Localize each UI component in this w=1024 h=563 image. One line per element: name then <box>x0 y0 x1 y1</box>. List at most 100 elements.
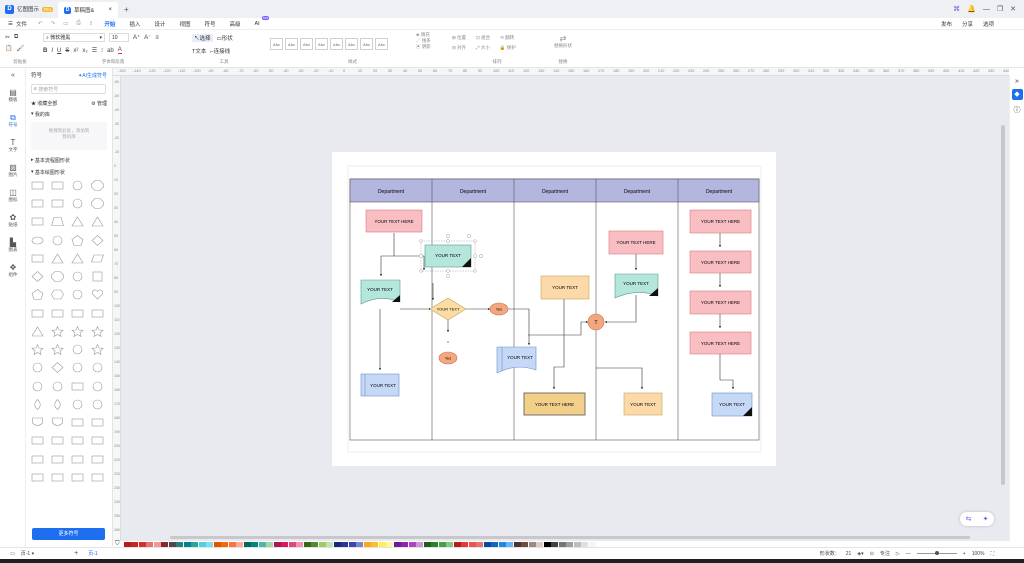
rect-shape-icon[interactable] <box>71 472 84 483</box>
circle-shape-icon[interactable] <box>51 381 64 392</box>
color-swatch[interactable] <box>453 541 461 547</box>
style-preset-1[interactable]: Abc <box>270 38 283 50</box>
underline-icon[interactable]: U <box>57 47 62 54</box>
square-shape-icon[interactable] <box>91 271 104 282</box>
expand-panel-icon[interactable]: » <box>1015 78 1019 85</box>
process-box-l3[interactable] <box>540 275 590 300</box>
export-icon[interactable]: ⇪ <box>88 20 94 27</box>
circle-shape-icon[interactable] <box>91 381 104 392</box>
collapse-panel-icon[interactable]: « <box>11 72 15 79</box>
rect-shape-icon[interactable] <box>71 417 84 428</box>
bullet-icon[interactable]: ⁝ <box>101 48 104 54</box>
format-panel-icon[interactable]: ◆ <box>1011 89 1023 100</box>
circle-shape-icon[interactable] <box>31 381 44 392</box>
rect-shape-icon[interactable] <box>71 454 84 465</box>
more-symbols-button[interactable]: 更多符号 <box>32 528 105 540</box>
color-swatch[interactable] <box>491 541 499 547</box>
zoom-out-button[interactable]: — <box>905 550 911 557</box>
minimize-button[interactable]: — <box>982 5 990 13</box>
section-basic-header[interactable]: ▾ 基本绘图形状 <box>26 166 112 178</box>
color-swatch[interactable] <box>423 541 431 547</box>
color-swatch[interactable] <box>528 541 536 547</box>
line-button[interactable]: ╱ 线条 <box>416 38 446 44</box>
color-swatch[interactable] <box>536 541 544 547</box>
color-swatch[interactable] <box>401 541 409 547</box>
menu-design[interactable]: 设计 <box>154 21 166 28</box>
replace-shape-button[interactable]: 替换形状 <box>554 43 572 48</box>
ai-sparkle-icon[interactable]: ✦ <box>982 516 989 523</box>
color-swatch[interactable] <box>521 541 529 547</box>
color-swatch[interactable] <box>228 541 236 547</box>
circle-shape-icon[interactable] <box>71 180 84 191</box>
star-shape-icon[interactable] <box>91 344 104 356</box>
color-swatch[interactable] <box>461 541 469 547</box>
lane-header-1[interactable]: Department <box>378 189 405 195</box>
circle-shape-icon[interactable] <box>71 344 84 355</box>
color-swatch[interactable] <box>348 541 356 547</box>
document-shape-l3[interactable] <box>496 346 537 374</box>
document-tab[interactable]: D 草稿图& × <box>58 2 119 18</box>
octagon-shape-icon[interactable] <box>51 271 64 282</box>
align-button[interactable]: ⊟ 对齐 <box>452 45 466 51</box>
t-connector[interactable] <box>587 313 605 331</box>
style-preset-8[interactable]: Abc <box>375 38 388 50</box>
rect-shape-icon[interactable] <box>71 308 84 319</box>
vertical-scrollbar[interactable] <box>1001 125 1005 485</box>
menu-toggle-icon[interactable]: ☰ <box>8 20 13 27</box>
rotate-button[interactable]: ⟲ 翻转 <box>500 35 514 41</box>
style-preset-6[interactable]: Abc <box>345 38 358 50</box>
subscript-icon[interactable]: x₂ <box>82 47 88 54</box>
color-swatch[interactable] <box>386 541 394 547</box>
fill-button[interactable]: ◈ 填充 <box>416 32 446 38</box>
style-preset-5[interactable]: Abc <box>330 38 343 50</box>
rect-shape-icon[interactable] <box>71 381 84 392</box>
rect-shape-icon[interactable] <box>91 472 104 483</box>
process-box-l5-2[interactable] <box>689 250 752 274</box>
color-swatch[interactable] <box>573 541 581 547</box>
color-swatch[interactable] <box>446 541 454 547</box>
collect-all-button[interactable]: ★ 收藏全部 <box>31 100 57 107</box>
color-swatch[interactable] <box>303 541 311 547</box>
color-swatch[interactable] <box>168 541 176 547</box>
connector-teal-to-t[interactable] <box>604 295 637 324</box>
connector-yes2-to-doc[interactable] <box>507 308 531 346</box>
color-swatch[interactable] <box>198 541 206 547</box>
color-swatch[interactable] <box>341 541 349 547</box>
rail-sticker[interactable]: ✿贴纸 <box>0 213 26 228</box>
color-swatch[interactable] <box>251 541 259 547</box>
star-shape-icon[interactable] <box>91 325 104 337</box>
circle-shape-icon[interactable] <box>71 198 84 209</box>
color-swatch[interactable] <box>408 541 416 547</box>
menu-home[interactable]: 开始 <box>97 20 122 31</box>
connector-tool[interactable]: ⌐连接线 <box>210 47 230 55</box>
fill-bucket-icon[interactable]: ⛉ <box>115 540 120 547</box>
process-box-l5-3[interactable] <box>689 290 752 315</box>
list-icon[interactable]: ☰ <box>91 48 98 54</box>
trapezoid-shape-icon[interactable] <box>51 216 64 227</box>
diamond-shape-icon[interactable] <box>51 362 64 374</box>
color-swatch[interactable] <box>438 541 446 547</box>
rect-shape-icon[interactable] <box>51 308 64 319</box>
color-swatch[interactable] <box>468 541 476 547</box>
color-swatch[interactable] <box>273 541 281 547</box>
color-swatch[interactable] <box>476 541 484 547</box>
print-icon[interactable]: ⎙ <box>76 20 81 26</box>
pentagon-shape-icon[interactable] <box>31 289 44 301</box>
decision-diamond[interactable] <box>429 297 467 321</box>
octagon-shape-icon[interactable] <box>91 180 104 191</box>
triangle-shape-icon[interactable] <box>31 326 44 337</box>
rect-shape-icon[interactable] <box>31 308 44 319</box>
star-shape-icon[interactable] <box>71 325 84 337</box>
shape-tool[interactable]: ▭形状 <box>217 34 233 42</box>
format-painter-icon[interactable]: 🖌 <box>16 46 25 52</box>
app-tab[interactable]: D 亿图图示 Pro <box>0 0 58 18</box>
rect-shape-icon[interactable] <box>91 308 104 319</box>
size-button[interactable]: ⤢ 大小 <box>476 45 490 51</box>
my-library-header[interactable]: ▾ 我的库 <box>26 109 112 119</box>
color-swatch[interactable] <box>566 541 574 547</box>
superscript-icon[interactable]: x² <box>73 47 79 54</box>
process-box-l4-top[interactable] <box>608 230 664 255</box>
color-swatch[interactable] <box>356 541 364 547</box>
ai-generate-button[interactable]: ✦AI生成符号 <box>78 72 107 79</box>
